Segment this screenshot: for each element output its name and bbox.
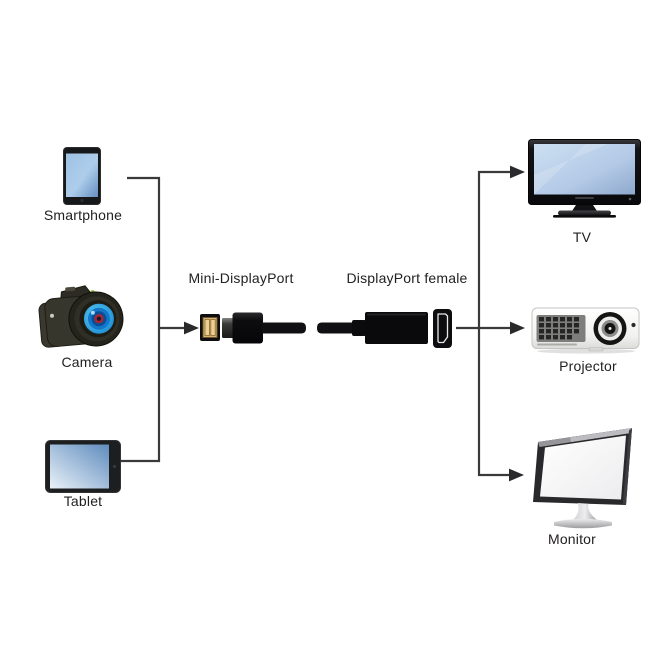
device-label: Tablet — [63, 493, 103, 509]
tv-icon — [528, 139, 641, 218]
adapter-label-displayport-female: DisplayPort female — [346, 270, 468, 286]
adapter-graphic — [200, 309, 452, 348]
tablet-icon — [45, 440, 121, 493]
arrowhead-icon — [510, 321, 525, 335]
arrowhead-icon — [509, 468, 524, 482]
left-branch-line — [121, 176, 161, 463]
camera-icon — [38, 285, 124, 348]
arrowhead-icon — [510, 165, 525, 179]
monitor-icon — [533, 428, 632, 529]
device-label: Camera — [61, 354, 113, 370]
mini-displayport-port-icon — [200, 314, 220, 341]
adapter-label-mini-displayport: Mini-DisplayPort — [188, 270, 294, 286]
arrowhead-icon — [184, 321, 199, 335]
device-label: TV — [572, 229, 592, 245]
device-label: Projector — [559, 358, 617, 374]
displayport-port-icon — [433, 309, 452, 348]
projector-icon — [531, 307, 640, 354]
mini-displayport-plug-icon — [222, 312, 263, 344]
right-branch-line — [477, 170, 511, 477]
displayport-female-housing-icon — [352, 312, 428, 344]
adapter-cable-icon — [262, 322, 355, 334]
device-label: Monitor — [547, 531, 597, 547]
device-label: Smartphone — [43, 207, 123, 223]
smartphone-icon — [63, 147, 101, 205]
